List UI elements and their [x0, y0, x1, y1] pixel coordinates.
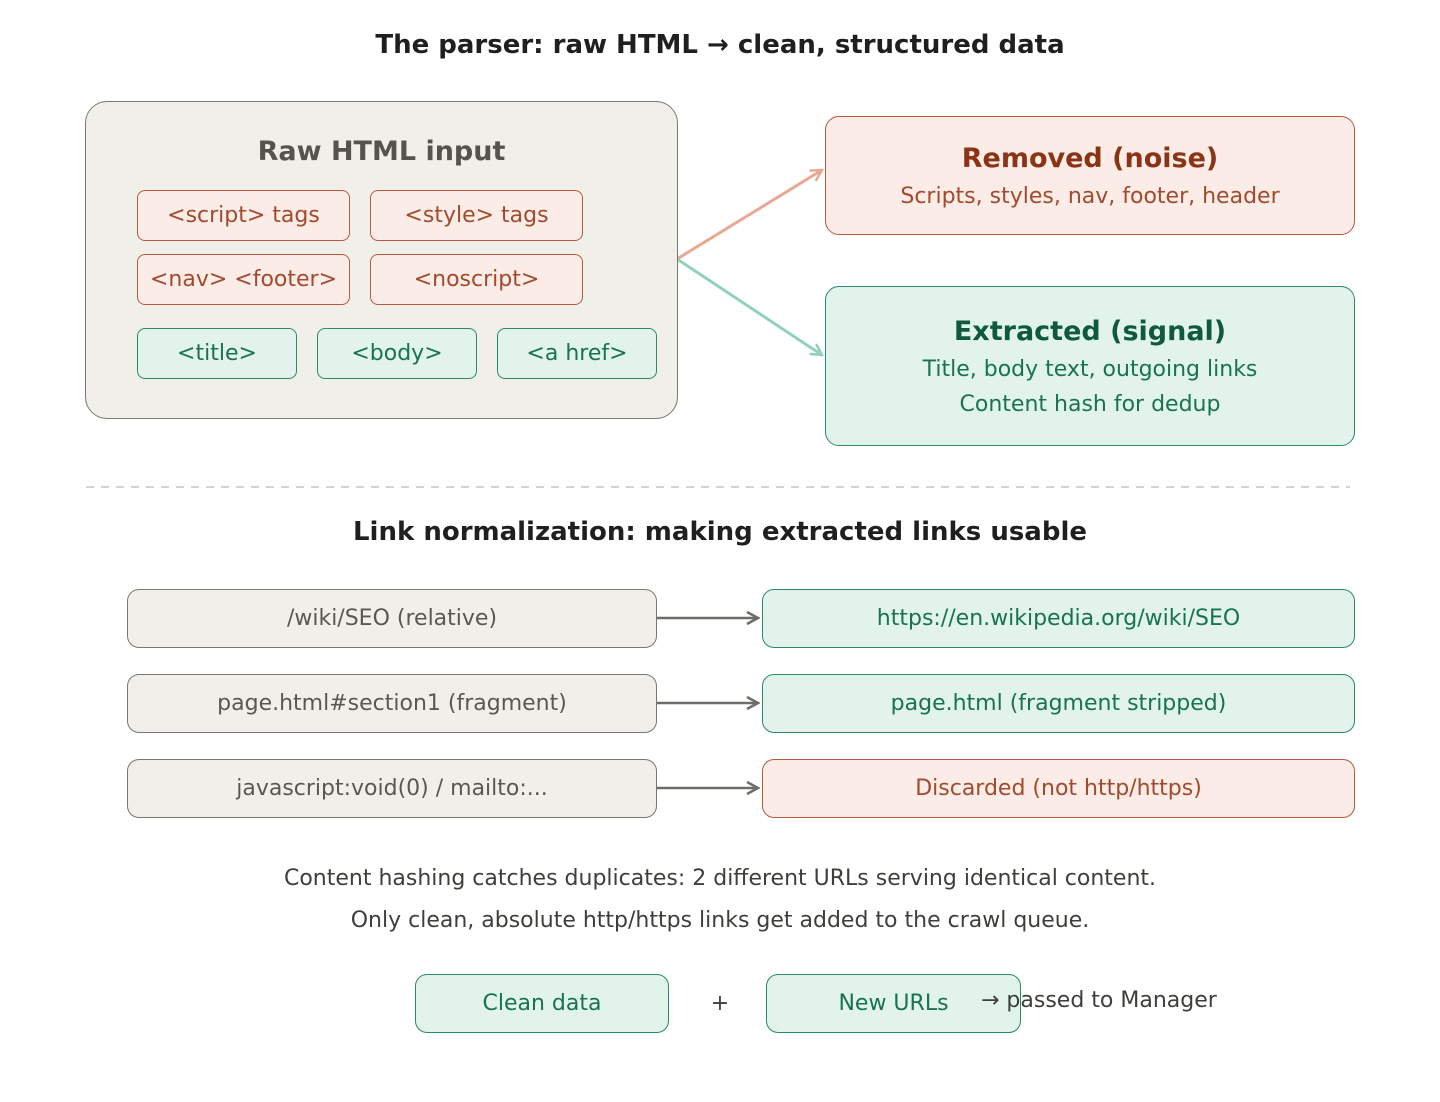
tag-noscript: <noscript>: [370, 254, 583, 305]
row-input-fragment: page.html#section1 (fragment): [127, 674, 657, 733]
page-title: The parser: raw HTML → clean, structured…: [375, 30, 1065, 60]
tag-style: <style> tags: [370, 190, 583, 241]
tag-body: <body>: [317, 328, 477, 379]
removed-heading: Removed (noise): [961, 142, 1219, 174]
tag-title: <title>: [137, 328, 297, 379]
tag-script: <script> tags: [137, 190, 350, 241]
extracted-line1: Title, body text, outgoing links: [922, 356, 1258, 382]
arrow-to-extracted: [676, 257, 822, 355]
raw-html-heading: Raw HTML input: [257, 136, 506, 167]
row-output-absolute: https://en.wikipedia.org/wiki/SEO: [762, 589, 1355, 648]
new-urls-label: New URLs: [838, 991, 949, 1016]
tag-a-href: <a href>: [497, 328, 657, 379]
row-input-relative: /wiki/SEO (relative): [127, 589, 657, 648]
extracted-line2: Content hash for dedup: [959, 391, 1221, 417]
new-urls-box: New URLs: [766, 974, 1021, 1033]
row-input-javascript: javascript:void(0) / mailto:...: [127, 759, 657, 818]
row-output-discarded: Discarded (not http/https): [762, 759, 1355, 818]
note-dedup: Content hashing catches duplicates: 2 di…: [283, 866, 1157, 891]
normalization-title: Link normalization: making extracted lin…: [352, 517, 1088, 547]
removed-box: Removed (noise) Scripts, styles, nav, fo…: [825, 116, 1355, 235]
extracted-box: Extracted (signal) Title, body text, out…: [825, 286, 1355, 446]
arrow-to-removed: [676, 170, 822, 261]
plus-sign: +: [710, 991, 730, 1016]
row-output-stripped: page.html (fragment stripped): [762, 674, 1355, 733]
clean-data-box: Clean data: [415, 974, 669, 1033]
tag-nav-footer: <nav> <footer>: [137, 254, 350, 305]
note-queue: Only clean, absolute http/https links ge…: [350, 908, 1090, 933]
passed-to-manager: → passed to Manager: [981, 988, 1217, 1013]
extracted-heading: Extracted (signal): [953, 315, 1227, 347]
removed-text: Scripts, styles, nav, footer, header: [900, 183, 1280, 209]
